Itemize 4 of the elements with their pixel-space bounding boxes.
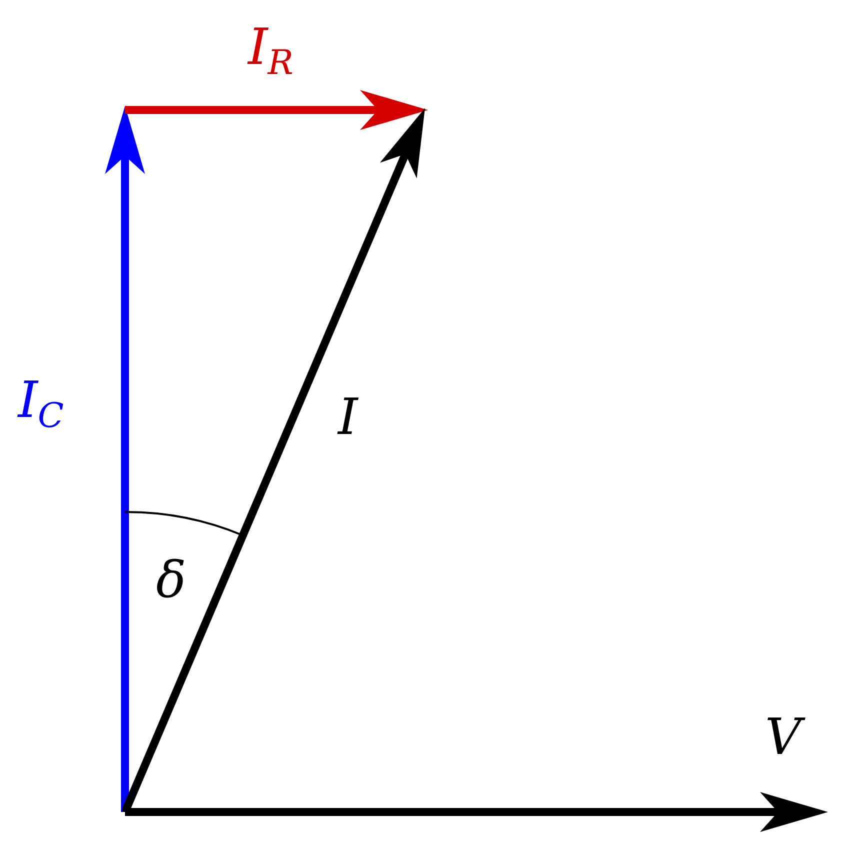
angle-label: δ xyxy=(156,555,186,605)
vector-label: I xyxy=(338,392,358,442)
vector-label: I$_{C}$ xyxy=(18,375,64,425)
vector-label: I$_{R}$ xyxy=(248,22,294,72)
